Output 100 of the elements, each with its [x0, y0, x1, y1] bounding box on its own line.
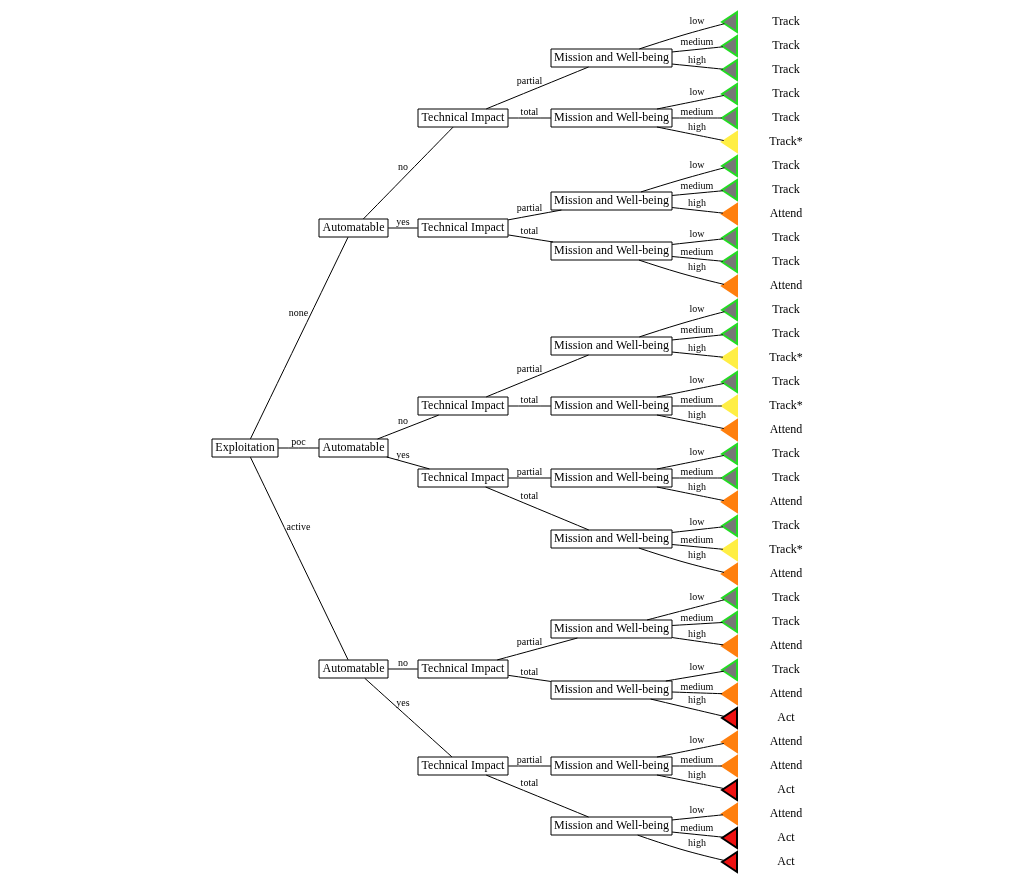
connector	[655, 742, 724, 758]
connector	[671, 63, 723, 70]
connector	[671, 405, 722, 407]
node-box: Mission and Well-being	[550, 468, 672, 488]
node-triangle	[719, 730, 738, 754]
node-label: Track	[771, 326, 800, 341]
edge-label: low	[689, 374, 704, 385]
node-triangle	[719, 298, 738, 322]
node-label: Attend	[769, 422, 802, 437]
connector	[376, 414, 439, 440]
edge-label: low	[689, 159, 704, 170]
node-triangle	[719, 826, 738, 850]
connector	[671, 351, 723, 358]
connector	[655, 774, 724, 790]
node-box: Technical Impact	[417, 659, 508, 679]
node-triangle	[719, 250, 738, 274]
node-label: Attend	[769, 758, 802, 773]
node-box: Automatable	[318, 218, 388, 238]
edge-label: medium	[680, 612, 713, 623]
node-box: Automatable	[318, 659, 388, 679]
edge-label: low	[689, 86, 704, 97]
node-label: Track	[771, 302, 800, 317]
node-triangle	[719, 370, 738, 394]
connector	[671, 765, 722, 767]
node-box: Mission and Well-being	[550, 680, 672, 700]
connector	[655, 126, 724, 142]
edge-label: high	[687, 121, 706, 132]
connector	[638, 311, 725, 338]
node-label: Attend	[769, 686, 802, 701]
node-label: Attend	[769, 206, 802, 221]
edge-label: medium	[680, 246, 713, 257]
edge-label: total	[520, 225, 538, 236]
node-label: Track	[771, 446, 800, 461]
edge-label: high	[687, 261, 706, 272]
node-label: Track	[771, 518, 800, 533]
node-label: Act	[776, 710, 795, 725]
node-triangle	[719, 850, 738, 874]
node-triangle	[719, 34, 738, 58]
node-box: Mission and Well-being	[550, 529, 672, 549]
node-label: Attend	[769, 638, 802, 653]
connector	[485, 354, 589, 398]
node-triangle	[719, 322, 738, 346]
connector	[664, 670, 724, 682]
edge-label: yes	[395, 697, 410, 708]
node-box: Mission and Well-being	[550, 108, 672, 128]
node-label: Track	[771, 662, 800, 677]
node-label: Act	[776, 854, 795, 869]
connector	[277, 447, 319, 449]
connector	[671, 637, 724, 646]
connector	[646, 599, 725, 621]
edge-label: medium	[680, 822, 713, 833]
node-box: Technical Impact	[417, 218, 508, 238]
edge-label: medium	[680, 36, 713, 47]
connector	[638, 259, 725, 285]
edge-label: high	[687, 694, 706, 705]
node-label: Track*	[768, 398, 803, 413]
connector	[671, 477, 722, 479]
node-box: Mission and Well-being	[550, 336, 672, 356]
node-triangle	[719, 418, 738, 442]
edge-label: high	[687, 628, 706, 639]
connector	[485, 774, 589, 818]
edge-label: high	[687, 549, 706, 560]
node-box: Mission and Well-being	[550, 816, 672, 836]
node-label: Track*	[768, 350, 803, 365]
connector	[362, 126, 454, 220]
node-triangle	[719, 82, 738, 106]
edge-label: low	[689, 734, 704, 745]
connector	[655, 94, 724, 110]
connector	[507, 674, 551, 682]
connector	[249, 456, 349, 661]
node-triangle	[719, 514, 738, 538]
connector	[655, 454, 724, 470]
connector	[507, 765, 551, 767]
edge-label: low	[689, 15, 704, 26]
connector	[655, 382, 724, 398]
connector	[655, 414, 724, 430]
node-triangle	[719, 58, 738, 82]
connector	[638, 547, 725, 573]
node-box: Mission and Well-being	[550, 396, 672, 416]
node-triangle	[719, 178, 738, 202]
edge-label: partial	[516, 466, 542, 477]
connector	[249, 236, 349, 440]
edge-label: partial	[516, 75, 542, 86]
edge-label: partial	[516, 754, 542, 765]
node-triangle	[719, 130, 738, 154]
edge-label: total	[520, 394, 538, 405]
node-label: Attend	[769, 494, 802, 509]
node-triangle	[719, 154, 738, 178]
node-box: Exploitation	[211, 438, 278, 458]
edge-label: high	[687, 54, 706, 65]
connector	[671, 544, 723, 550]
node-box: Mission and Well-being	[550, 756, 672, 776]
edge-label: high	[687, 409, 706, 420]
connector	[649, 698, 725, 717]
edge-label: medium	[680, 324, 713, 335]
node-triangle	[719, 778, 738, 802]
node-label: Track	[771, 614, 800, 629]
edge-label: low	[689, 591, 704, 602]
node-triangle	[719, 394, 738, 418]
edge-label: yes	[395, 449, 410, 460]
